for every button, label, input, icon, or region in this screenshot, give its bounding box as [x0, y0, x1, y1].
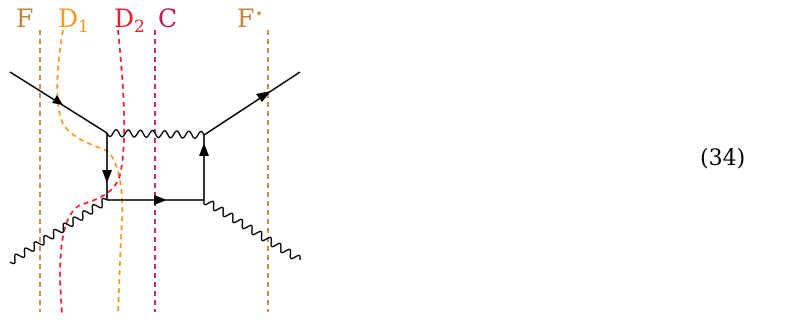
label-d2-base: D — [114, 4, 134, 33]
label-c: C — [158, 4, 177, 33]
cut-line-d2 — [59, 29, 126, 316]
photon-bottom-left-line — [9, 197, 108, 265]
label-fstar-base: F — [237, 4, 254, 33]
label-d2: D2 — [114, 4, 145, 37]
arrow-right-up-icon — [199, 143, 209, 156]
arrow-incoming-icon — [52, 95, 63, 105]
arrow-bottom-right-icon — [154, 195, 167, 205]
label-d1-base: D — [58, 4, 78, 33]
photon-bottom-right-line — [203, 199, 301, 261]
equation-number: (34) — [700, 146, 746, 171]
label-d1-sub: 1 — [78, 17, 89, 37]
label-fstar: F⋆ — [237, 4, 264, 33]
label-d2-sub: 2 — [134, 17, 145, 37]
photon-top-line — [106, 128, 205, 140]
fermion-outgoing-line — [203, 71, 301, 136]
label-d1: D1 — [58, 4, 89, 37]
label-f: F — [16, 4, 33, 33]
arrow-left-down-icon — [102, 170, 112, 183]
cut-line-d1 — [56, 29, 124, 316]
label-fstar-sup: ⋆ — [254, 4, 263, 22]
arrow-outgoing-icon — [256, 91, 271, 102]
